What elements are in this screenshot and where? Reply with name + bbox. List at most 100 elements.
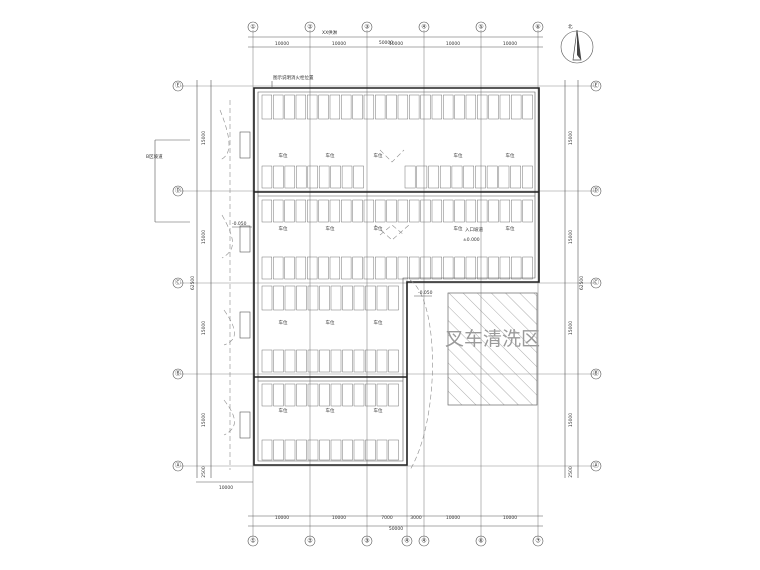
- top-note: XX供淋: [322, 29, 338, 36]
- parking-stall: [318, 165, 330, 189]
- parking-stall: [295, 94, 307, 120]
- parking-stall: [409, 94, 420, 120]
- parking-stall: [443, 256, 454, 280]
- axis-label: ⑤: [478, 24, 483, 31]
- parking-stall: [522, 165, 533, 189]
- bottom-dim: 3000: [410, 515, 422, 521]
- axis-label: ①: [250, 538, 255, 545]
- parking-stall: [342, 285, 353, 311]
- parking-stall: [341, 256, 352, 280]
- left-dimensions: 15000 15000 15000 15000 2500 62500: [190, 80, 212, 478]
- parking-stall: [342, 383, 353, 407]
- parking-stall: [329, 94, 341, 120]
- parking-stall: [273, 256, 284, 280]
- left-dim: 15000: [201, 321, 207, 335]
- parking-stall: [397, 94, 409, 120]
- parking-stall: [386, 256, 397, 280]
- parking-stall: [386, 199, 397, 223]
- parking-stall: [284, 199, 295, 223]
- left-dim: 15000: [201, 413, 207, 427]
- parking-stall: [363, 94, 375, 120]
- parking-stall: [397, 256, 409, 280]
- axis-label: Ⓔ: [175, 82, 181, 90]
- parking-stall: [273, 199, 284, 223]
- parking-stall: [273, 439, 284, 461]
- parking-stall: [416, 165, 428, 189]
- parking-stall: [431, 94, 443, 120]
- parking-stall: [273, 94, 284, 120]
- parking-stall: [409, 199, 420, 223]
- parking-stall: [353, 349, 365, 373]
- parking-stall: [365, 349, 376, 373]
- parking-stall: [295, 199, 307, 223]
- axis-label: ②: [307, 24, 313, 31]
- driveway: [219, 100, 433, 471]
- parking-stall: [376, 439, 388, 461]
- axis-label: Ⓓ: [175, 187, 181, 195]
- parking-stall: [273, 285, 284, 311]
- parking-stall: [376, 349, 388, 373]
- parking-stall: [463, 165, 475, 189]
- parking-stall: [486, 165, 498, 189]
- axis-label: ④: [404, 538, 409, 545]
- stall-label: 车位: [454, 152, 463, 159]
- parking-stall: [375, 256, 386, 280]
- parking-stall: [261, 349, 273, 373]
- parking-stall: [284, 439, 296, 461]
- parking-stall: [477, 94, 488, 120]
- parking-stall: [488, 199, 499, 223]
- parking-stall: [510, 165, 521, 189]
- elev-label: -0.050: [418, 290, 433, 296]
- stall-label: 车位: [279, 152, 288, 159]
- left-axis-bubbles: Ⓔ Ⓓ Ⓒ Ⓑ Ⓐ: [172, 80, 184, 472]
- parking-stall: [511, 256, 522, 280]
- right-axis-bubbles: Ⓔ Ⓓ Ⓒ Ⓑ Ⓐ: [590, 80, 602, 472]
- area-label: 叉车清洗区: [445, 328, 540, 350]
- bottom-dim: 7000: [381, 515, 393, 521]
- north-label: 北: [568, 23, 573, 30]
- right-dim: 15000: [568, 131, 574, 145]
- grid-rows: [180, 85, 596, 467]
- axis-label: ④: [421, 538, 426, 545]
- parking-stall: [284, 349, 296, 373]
- parking-stall: [443, 94, 454, 120]
- parking-stall: [365, 285, 376, 311]
- stall-label: 车位: [374, 225, 383, 232]
- parking-stall: [454, 199, 465, 223]
- parking-stall: [353, 285, 365, 311]
- parking-stall: [454, 256, 465, 280]
- parking-stall: [284, 94, 295, 120]
- axis-label: Ⓓ: [593, 187, 599, 195]
- top-dimensions: XX供淋 50000 10000 10000 10000 10000 10000: [248, 29, 543, 48]
- stall-label: 车位: [279, 319, 288, 326]
- parking-stall: [284, 256, 295, 280]
- parking-stall: [376, 285, 388, 311]
- axis-label: ⑥: [535, 24, 540, 31]
- stall-label: 车位: [279, 407, 288, 414]
- stall-label: 车位: [326, 225, 335, 232]
- parking-stall: [477, 256, 488, 280]
- axis-label: ④: [421, 24, 426, 31]
- parking-stall: [284, 383, 296, 407]
- washing-area: 叉车清洗区: [445, 292, 540, 406]
- axis-label: Ⓒ: [175, 279, 181, 287]
- bottom-axis-bubbles: ① ② ③ ④ ④ ⑥ ⑦: [247, 535, 544, 547]
- stall-label: 车位: [374, 152, 383, 159]
- parking-stall: [330, 439, 342, 461]
- parking-stall: [365, 439, 376, 461]
- parking-stall: [296, 349, 307, 373]
- stall-label: 车位: [326, 407, 335, 414]
- parking-stall: [522, 256, 533, 280]
- parking-stall: [439, 165, 451, 189]
- north-arrow: 北: [560, 23, 594, 64]
- parking-stall: [353, 383, 365, 407]
- parking-stall: [443, 199, 454, 223]
- bottom-dim: 10000: [503, 515, 517, 521]
- stall-label: 车位: [326, 152, 335, 159]
- parking-stall: [499, 94, 511, 120]
- right-dim: 2500: [568, 466, 574, 478]
- parking-stall: [465, 94, 477, 120]
- parking-stall: [522, 199, 533, 223]
- parking-stall: [273, 165, 284, 189]
- parking-stall: [319, 439, 330, 461]
